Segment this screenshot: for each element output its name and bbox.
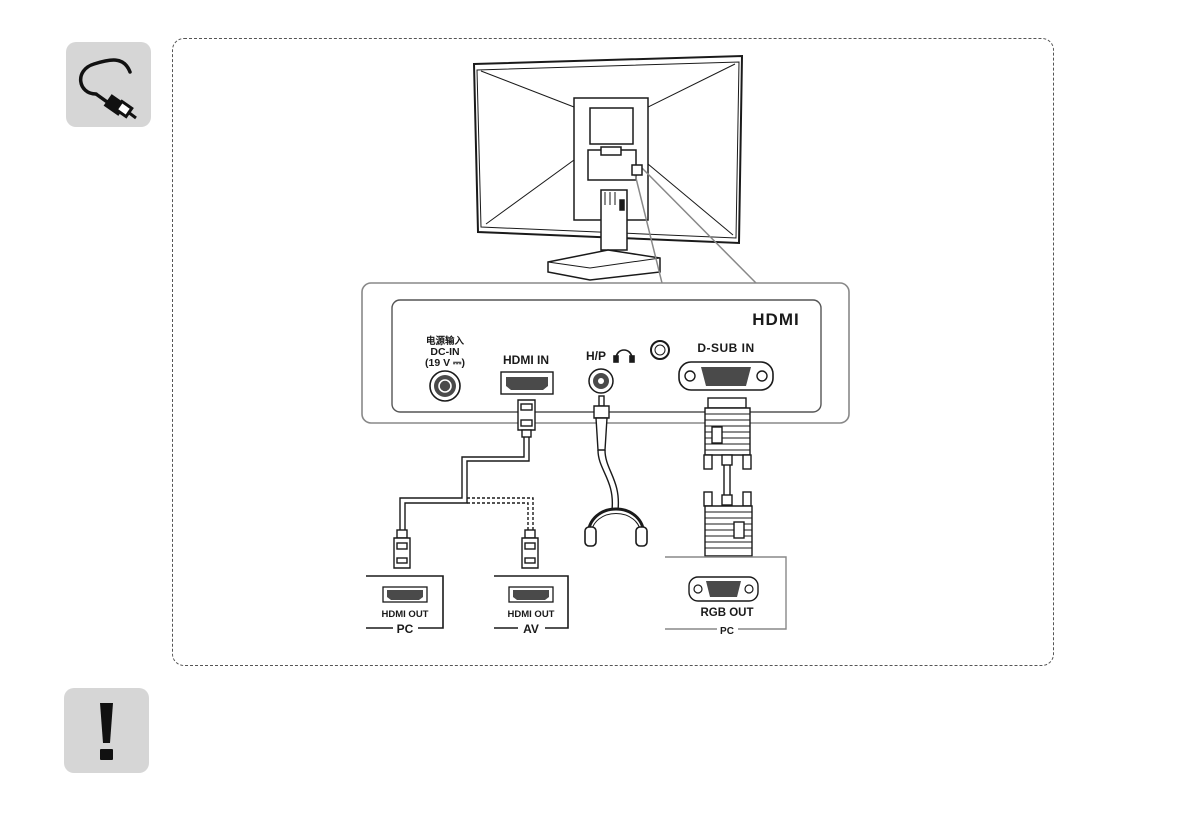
unlabeled-round-port bbox=[651, 341, 669, 359]
pc-device-label: PC bbox=[397, 622, 414, 636]
headphone-illustration bbox=[585, 509, 647, 546]
av-device-label: AV bbox=[523, 622, 539, 636]
monitor-rear-view bbox=[474, 56, 742, 280]
av-hdmi-out-label: HDMI OUT bbox=[508, 609, 555, 620]
rgb-out-label: RGB OUT bbox=[700, 607, 753, 619]
pc-rgb-device-label: PC bbox=[720, 626, 734, 637]
hdmi-in-port: HDMI IN bbox=[501, 353, 553, 394]
dsub-in-label: D-SUB IN bbox=[697, 341, 754, 355]
pc-rgb-source: RGB OUT PC bbox=[665, 557, 786, 637]
av-hdmi-source: HDMI OUT AV bbox=[494, 576, 568, 636]
hdmi-cable bbox=[394, 400, 538, 568]
power-label-voltage: (19 V ⎓) bbox=[425, 357, 465, 369]
pc-hdmi-out-label: HDMI OUT bbox=[382, 609, 429, 620]
dc-in-port: 电源输入 DC-IN (19 V ⎓) bbox=[425, 335, 465, 401]
vga-cable bbox=[704, 398, 752, 556]
headphone-label: H/P bbox=[586, 349, 606, 363]
hdmi-in-label: HDMI IN bbox=[503, 353, 549, 367]
pc-hdmi-source: HDMI OUT PC bbox=[366, 576, 443, 636]
hdmi-logo: HDMI bbox=[752, 310, 799, 329]
